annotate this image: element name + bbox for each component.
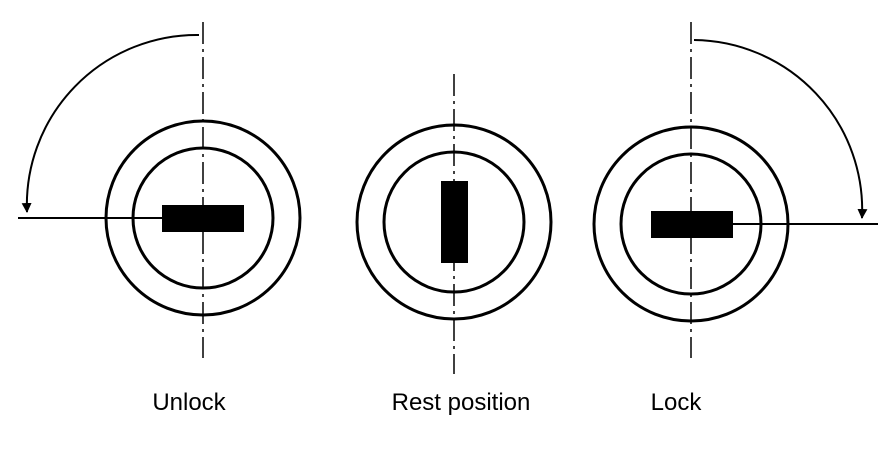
unlock-cylinder: [18, 22, 302, 358]
lock-arrow: [693, 39, 868, 219]
unlock-key-slot: [162, 205, 244, 232]
lock-cylinder: [592, 22, 878, 358]
rest-outer-ring: [355, 123, 553, 321]
rest-position-label: Rest position: [391, 389, 531, 416]
lock-key-slot: [651, 211, 733, 238]
rest-inner-ring: [382, 150, 526, 294]
lock-label: Lock: [650, 389, 702, 416]
rest-key-slot: [441, 181, 468, 263]
unlock-label: Unlock: [152, 389, 226, 416]
rest-cylinder: [355, 74, 553, 374]
unlock-arrow: [21, 33, 200, 213]
